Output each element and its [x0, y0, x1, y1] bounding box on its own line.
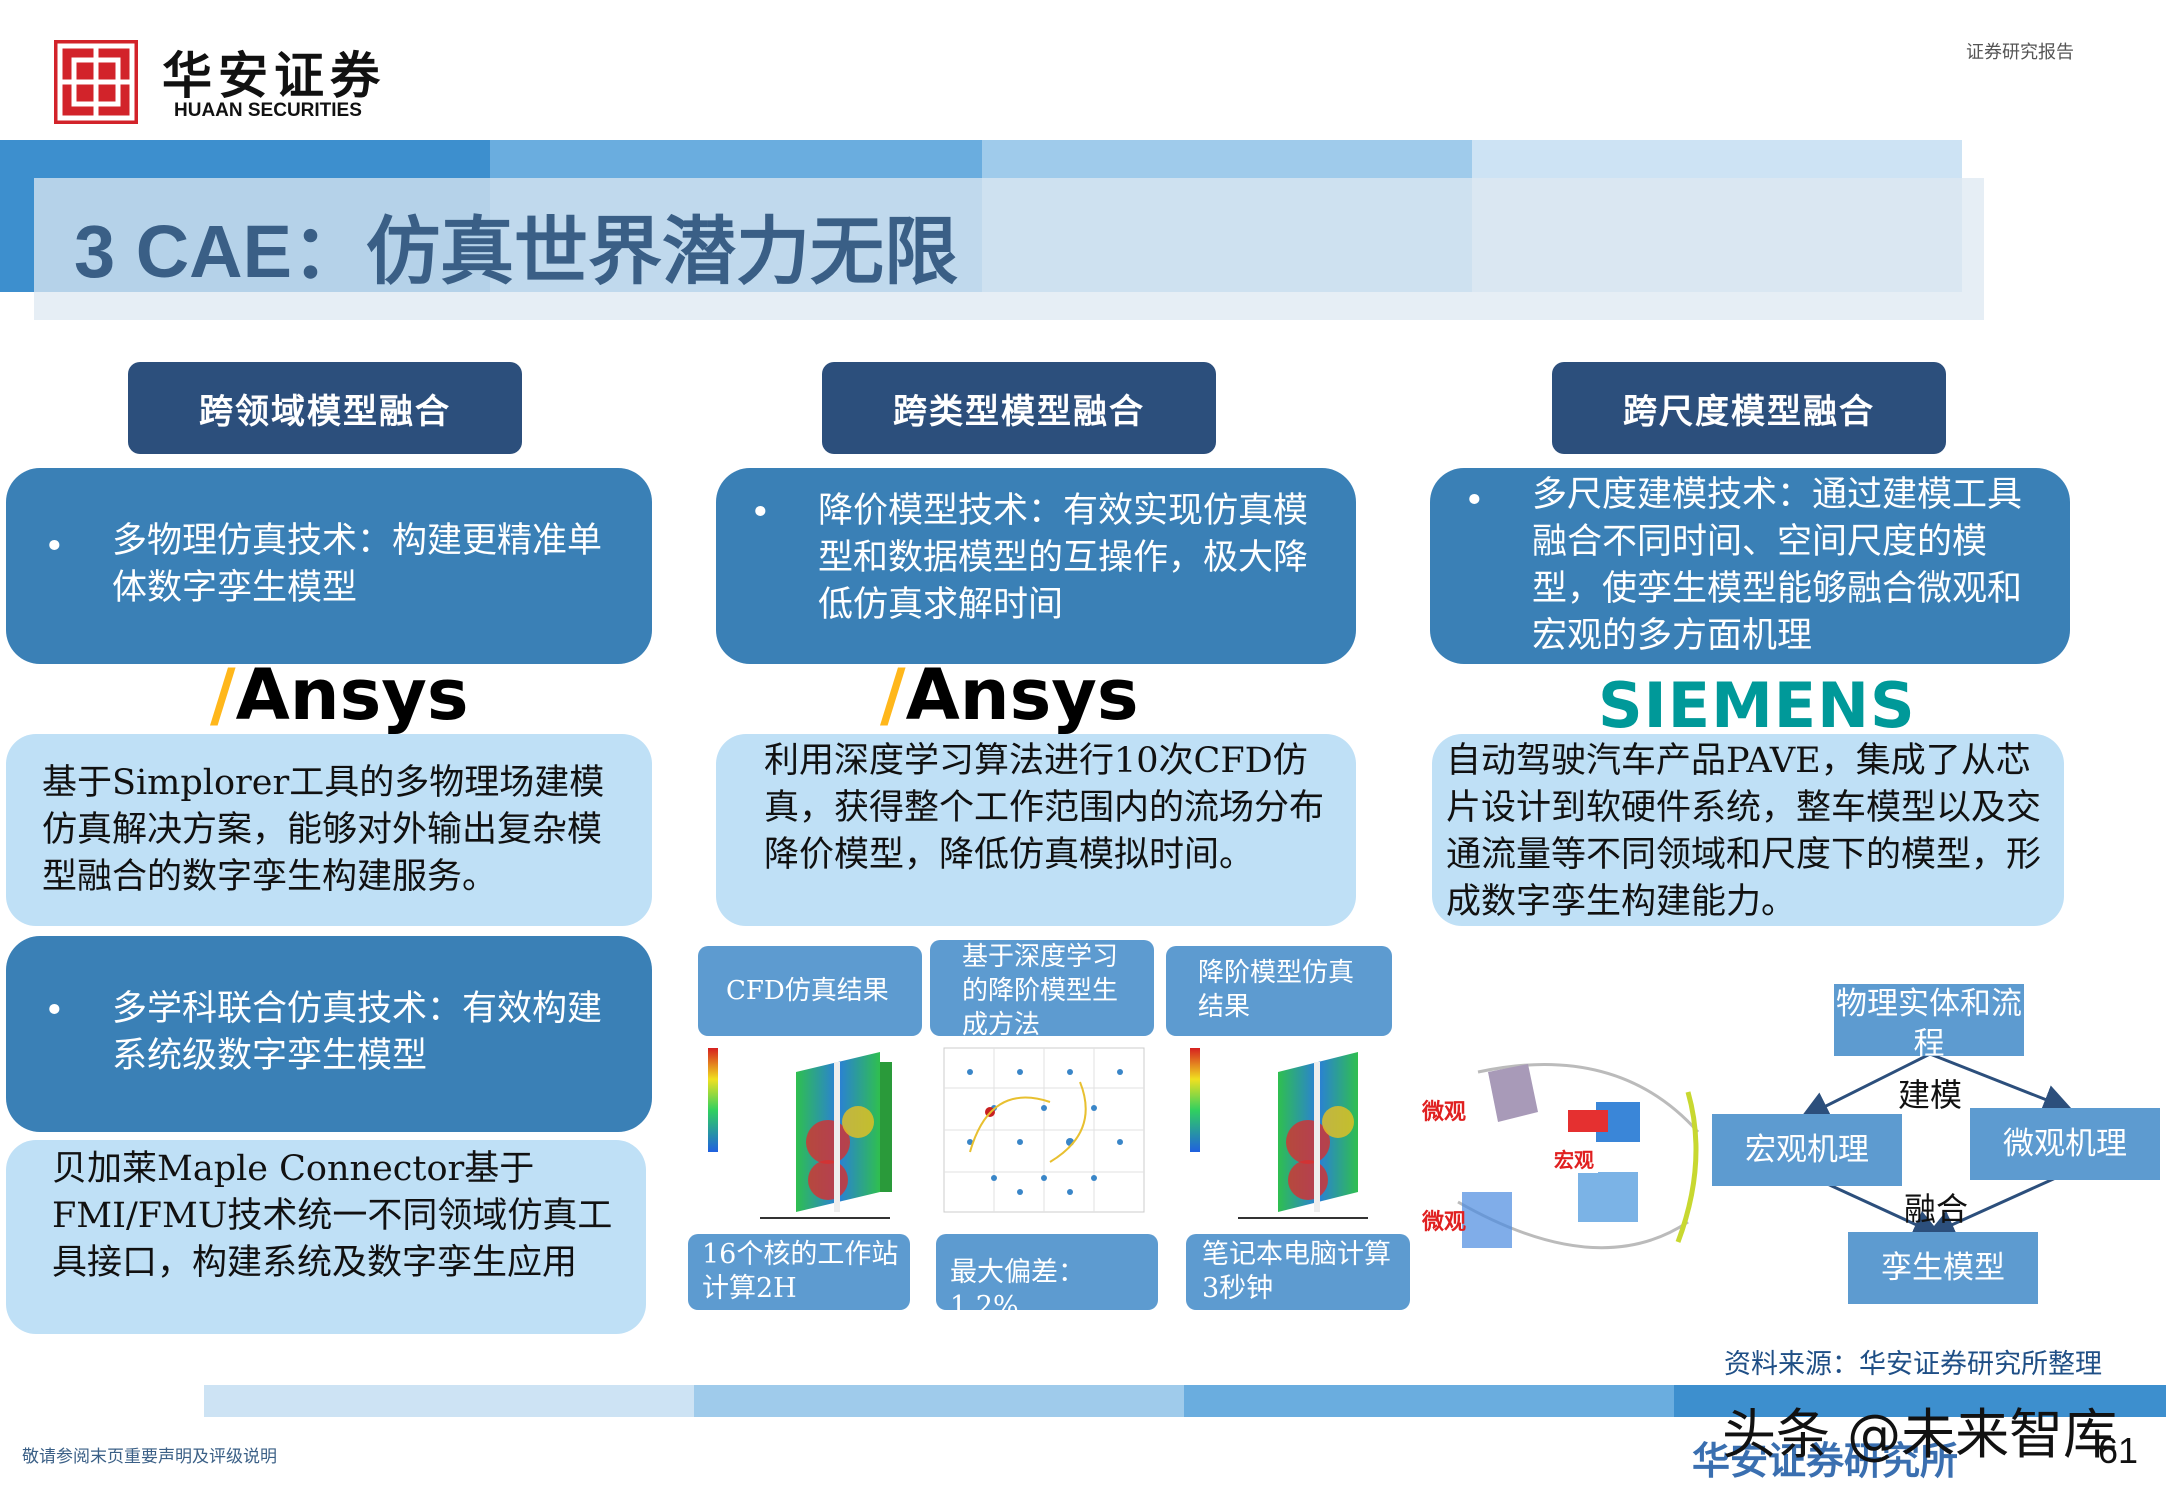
- logo-text-cn: 华安证券: [162, 46, 386, 105]
- title-panel: [34, 178, 1984, 320]
- desc-text: 贝加莱Maple Connector基于FMI/FMU技术统一不同领域仿真工具接…: [52, 1149, 613, 1283]
- bullet-box-multiscale: • 多尺度建模技术：通过建模工具融合不同时间、空间尺度的模型，使孪生模型能够融合…: [1430, 468, 2070, 664]
- report-tag: 证券研究报告: [1966, 42, 2074, 63]
- siemens-logo: SIEMENS: [1598, 669, 1916, 742]
- bullet-dot: •: [1464, 481, 1485, 521]
- panel-foot-dl: 最大偏差：1.2%: [936, 1234, 1158, 1322]
- bullet-dot: •: [44, 991, 65, 1031]
- desc-text: 自动驾驶汽车产品PAVE，集成了从芯片设计到软硬件系统，整车模型以及交通流量等不…: [1446, 741, 2042, 922]
- label-micro-2: 微观: [1422, 1209, 1467, 1235]
- watermark: 头条 @未来智库: [1722, 1403, 2118, 1466]
- logo-text-en: HUAAN SECURITIES: [174, 100, 362, 121]
- bullet-text: 多物理仿真技术：构建更精准单体数字孪生模型: [112, 521, 603, 608]
- panel-head-dl: 基于深度学习的降阶模型生成方法: [930, 940, 1154, 1040]
- diagram-box-macro: 宏观机理: [1712, 1114, 1902, 1186]
- desc-box-simplorer: 基于Simplorer工具的多物理场建模仿真解决方案，能够对外输出复杂模型融合的…: [6, 734, 652, 926]
- label-micro-1: 微观: [1422, 1099, 1467, 1125]
- panel-foot-rom: 笔记本电脑计算3秒钟: [1186, 1234, 1410, 1310]
- bullet-box-reduced-model: • 降价模型技术：有效实现仿真模型和数据模型的互操作，极大降低仿真求解时间: [716, 468, 1356, 664]
- panel-foot-cfd: 16个核的工作站计算2H: [688, 1234, 910, 1310]
- footer-band-3: [1184, 1385, 1674, 1417]
- column-heading-cross-scale: 跨尺度模型融合: [1552, 362, 1946, 454]
- diagram-box-physical: 物理实体和流程: [1834, 984, 2024, 1062]
- label-macro: 宏观: [1550, 1144, 1598, 1173]
- page-number: 61: [2098, 1430, 2139, 1471]
- cfd-result-image: [700, 1042, 914, 1228]
- bullet-dot: •: [750, 493, 771, 533]
- footer-band-1: [204, 1385, 694, 1417]
- bullet-dot: •: [44, 527, 65, 567]
- bullet-box-multiphysics: • 多物理仿真技术：构建更精准单体数字孪生模型: [6, 468, 652, 664]
- source-note: 资料来源：华安证券研究所整理: [1724, 1349, 2102, 1380]
- bullet-text: 降价模型技术：有效实现仿真模型和数据模型的互操作，极大降低仿真求解时间: [818, 491, 1309, 625]
- diagram-box-twin: 孪生模型: [1848, 1232, 2038, 1304]
- bullet-box-multidiscipline: • 多学科联合仿真技术：有效构建系统级数字孪生模型: [6, 936, 652, 1132]
- desc-box-maple: 贝加莱Maple Connector基于FMI/FMU技术统一不同领域仿真工具接…: [6, 1140, 646, 1334]
- panel-head-cfd: CFD仿真结果: [698, 946, 922, 1036]
- huaan-logo-icon: [54, 40, 138, 124]
- page-title: 3 CAE：仿真世界潜力无限: [74, 209, 958, 295]
- diagram-box-micro: 微观机理: [1970, 1108, 2160, 1180]
- dl-scatter-image: [930, 1042, 1158, 1228]
- diagram-label-modeling: 建模: [1898, 1076, 1963, 1114]
- desc-box-pave: 自动驾驶汽车产品PAVE，集成了从芯片设计到软硬件系统，整车模型以及交通流量等不…: [1432, 734, 2064, 926]
- diagram-label-fusion: 融合: [1904, 1190, 1969, 1228]
- ansys-logo: /Ansys: [210, 654, 469, 736]
- footer-band-2: [694, 1385, 1184, 1417]
- desc-text: 基于Simplorer工具的多物理场建模仿真解决方案，能够对外输出复杂模型融合的…: [42, 763, 605, 897]
- footer-org: 华安证券研究所: [1692, 1438, 1959, 1483]
- disclaimer-note: 敬请参阅末页重要声明及评级说明: [22, 1447, 277, 1467]
- bullet-text: 多学科联合仿真技术：有效构建系统级数字孪生模型: [112, 989, 603, 1076]
- footer-band-4: [1674, 1385, 2166, 1417]
- column-heading-cross-type: 跨类型模型融合: [822, 362, 1216, 454]
- multiscale-illustration: [1418, 1052, 1708, 1278]
- desc-text: 利用深度学习算法进行10次CFD仿真，获得整个工作范围内的流场分布降价模型，降低…: [764, 741, 1325, 875]
- desc-box-cfd: 利用深度学习算法进行10次CFD仿真，获得整个工作范围内的流场分布降价模型，降低…: [716, 734, 1356, 926]
- column-heading-cross-domain: 跨领域模型融合: [128, 362, 522, 454]
- rom-result-image: [1168, 1042, 1382, 1228]
- ansys-logo: /Ansys: [880, 654, 1139, 736]
- panel-head-rom: 降阶模型仿真结果: [1166, 946, 1392, 1036]
- bullet-text: 多尺度建模技术：通过建模工具融合不同时间、空间尺度的模型，使孪生模型能够融合微观…: [1532, 475, 2023, 656]
